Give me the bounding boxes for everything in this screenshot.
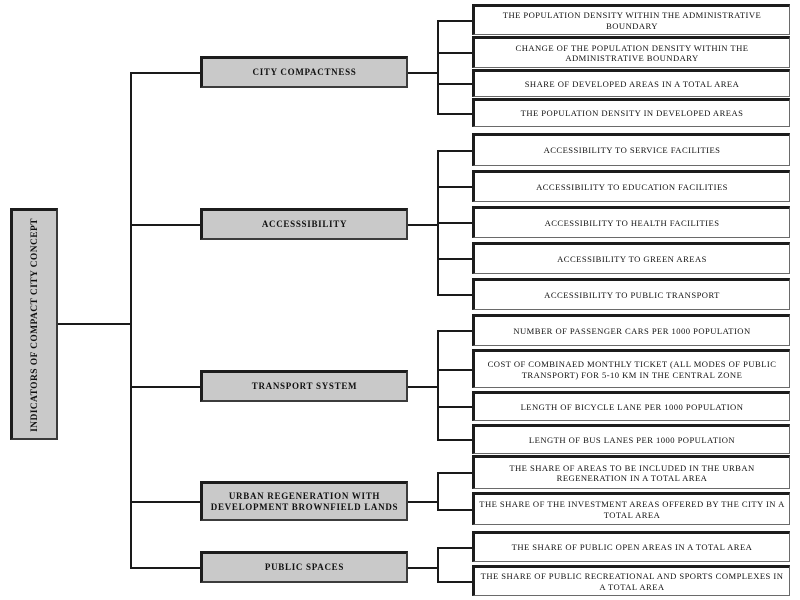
indicator-node[interactable]: CHANGE OF THE POPULATION DENSITY WITHIN …	[472, 36, 790, 68]
indicator-node-label: THE SHARE OF AREAS TO BE INCLUDED IN THE…	[509, 462, 755, 483]
indicator-node[interactable]: THE SHARE OF PUBLIC OPEN AREAS IN A TOTA…	[472, 531, 790, 562]
indicator-node-label: ACCESSIBILITY TO PUBLIC TRANSPORT	[544, 289, 720, 300]
connector-vertical	[437, 546, 439, 581]
connector-vertical	[437, 472, 439, 509]
connector-horizontal	[408, 224, 439, 226]
indicator-node[interactable]: ACCESSIBILITY TO GREEN AREAS	[472, 242, 790, 274]
connector-horizontal	[437, 472, 472, 474]
connector-horizontal	[437, 546, 472, 549]
connector-horizontal	[408, 386, 439, 388]
connector-vertical	[437, 19, 439, 113]
indicator-node[interactable]: NUMBER OF PASSENGER CARS PER 1000 POPULA…	[472, 314, 790, 346]
connector-horizontal	[437, 112, 472, 115]
indicator-node-label: ACCESSIBILITY TO GREEN AREAS	[557, 253, 707, 264]
indicator-node[interactable]: LENGTH OF BUS LANES PER 1000 POPULATION	[472, 424, 790, 454]
indicator-node-label: THE SHARE OF PUBLIC RECREATIONAL AND SPO…	[480, 571, 784, 592]
connector-horizontal	[130, 501, 200, 503]
indicator-node[interactable]: ACCESSIBILITY TO EDUCATION FACILITIES	[472, 170, 790, 202]
connector-horizontal	[437, 52, 472, 54]
connector-horizontal	[408, 72, 439, 74]
indicator-node-label: NUMBER OF PASSENGER CARS PER 1000 POPULA…	[513, 325, 751, 336]
indicator-node[interactable]: ACCESSIBILITY TO HEALTH FACILITIES	[472, 206, 790, 238]
connector-horizontal	[437, 258, 472, 260]
category-node[interactable]: CITY COMPACTNESS	[200, 56, 408, 88]
indicator-node-label: THE SHARE OF THE INVESTMENT AREAS OFFERE…	[479, 499, 785, 520]
connector-horizontal	[437, 439, 472, 441]
indicator-node-label: LENGTH OF BICYCLE LANE PER 1000 POPULATI…	[520, 401, 744, 412]
indicator-node[interactable]: COST OF COMBINAED MONTHLY TICKET (ALL MO…	[472, 349, 790, 388]
category-node[interactable]: PUBLIC SPACES	[200, 551, 408, 583]
connector-horizontal	[437, 222, 472, 224]
connector-horizontal	[437, 19, 472, 22]
indicator-node-label: SHARE OF DEVELOPED AREAS IN A TOTAL AREA	[524, 78, 740, 89]
indicator-node[interactable]: LENGTH OF BICYCLE LANE PER 1000 POPULATI…	[472, 391, 790, 421]
connector-horizontal	[437, 186, 472, 188]
indicator-node-label: ACCESSIBILITY TO SERVICE FACILITIES	[543, 145, 721, 156]
indicator-node-label: THE POPULATION DENSITY WITHIN THE ADMINI…	[502, 10, 762, 31]
connector-horizontal	[408, 567, 439, 569]
indicator-node[interactable]: THE SHARE OF THE INVESTMENT AREAS OFFERE…	[472, 492, 790, 525]
connector-horizontal	[130, 386, 200, 388]
indicator-node[interactable]: ACCESSIBILITY TO PUBLIC TRANSPORT	[472, 278, 790, 310]
category-node[interactable]: URBAN REGENERATION WITH DEVELOPMENT BROW…	[200, 481, 408, 521]
category-node-label: TRANSPORT SYSTEM	[251, 381, 358, 392]
connector-horizontal	[437, 368, 472, 371]
indicator-node-label: COST OF COMBINAED MONTHLY TICKET (ALL MO…	[487, 359, 777, 380]
indicator-node-label: ACCESSIBILITY TO HEALTH FACILITIES	[544, 217, 720, 228]
connector-horizontal	[437, 149, 472, 152]
indicator-node[interactable]: THE POPULATION DENSITY WITHIN THE ADMINI…	[472, 4, 790, 35]
indicator-node[interactable]: SHARE OF DEVELOPED AREAS IN A TOTAL AREA	[472, 69, 790, 97]
connector-horizontal	[130, 567, 200, 569]
indicator-node[interactable]: THE SHARE OF PUBLIC RECREATIONAL AND SPO…	[472, 565, 790, 596]
root-node[interactable]: INDICATORS OF COMPACT CITY CONCEPT	[10, 208, 58, 440]
indicator-node-label: CHANGE OF THE POPULATION DENSITY WITHIN …	[515, 42, 749, 63]
connector-horizontal	[437, 406, 472, 408]
category-node-label: PUBLIC SPACES	[264, 562, 345, 573]
indicator-node[interactable]: ACCESSIBILITY TO SERVICE FACILITIES	[472, 133, 790, 166]
category-node-label: URBAN REGENERATION WITH DEVELOPMENT BROW…	[210, 490, 399, 512]
indicator-node[interactable]: THE SHARE OF AREAS TO BE INCLUDED IN THE…	[472, 455, 790, 489]
indicator-node[interactable]: THE POPULATION DENSITY IN DEVELOPED AREA…	[472, 98, 790, 127]
connector-vertical	[437, 330, 439, 439]
category-node[interactable]: TRANSPORT SYSTEM	[200, 370, 408, 402]
connector-horizontal	[437, 580, 472, 583]
connector-horizontal	[437, 330, 472, 332]
connector-horizontal	[437, 83, 472, 85]
category-node[interactable]: ACCESSSIBILITY	[200, 208, 408, 240]
indicator-node-label: LENGTH OF BUS LANES PER 1000 POPULATION	[528, 434, 736, 445]
connector-horizontal	[437, 294, 472, 296]
connector-vertical	[437, 149, 439, 294]
indicator-node-label: THE SHARE OF PUBLIC OPEN AREAS IN A TOTA…	[511, 542, 753, 553]
category-node-label: CITY COMPACTNESS	[252, 67, 357, 78]
category-node-label: ACCESSSIBILITY	[261, 219, 348, 230]
root-node-label: INDICATORS OF COMPACT CITY CONCEPT	[29, 217, 40, 432]
indicator-node-label: ACCESSIBILITY TO EDUCATION FACILITIES	[536, 181, 728, 192]
connector-horizontal	[408, 501, 439, 503]
connector-horizontal	[130, 224, 200, 226]
connector-vertical	[130, 72, 132, 567]
connector-horizontal	[130, 72, 200, 74]
connector-horizontal	[437, 508, 472, 511]
connector-horizontal	[58, 323, 132, 325]
indicator-node-label: THE POPULATION DENSITY IN DEVELOPED AREA…	[520, 108, 744, 119]
